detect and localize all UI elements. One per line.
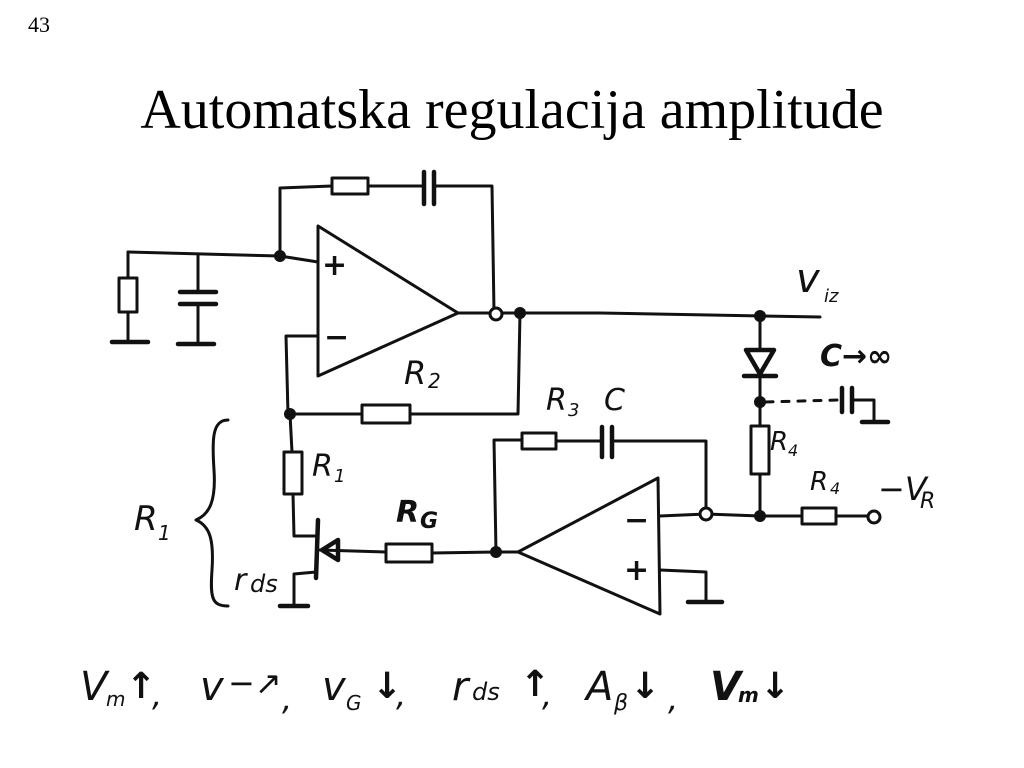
causal-chain: V m ↑ , v −↗ , v G ↓ , r ds ↑ , A β ↓ , xyxy=(80,664,790,718)
label-c: C xyxy=(604,383,625,418)
label-r2: R xyxy=(404,354,426,392)
label-rg: R xyxy=(396,495,419,530)
chain-item: v G ↓ , xyxy=(322,664,406,715)
svg-text:,: , xyxy=(668,680,678,718)
resistor-r2 xyxy=(360,403,412,425)
slide-title: Automatska regulacija amplitude xyxy=(140,79,884,141)
opamp-bottom-minus: − xyxy=(624,503,649,538)
svg-text:V: V xyxy=(710,664,744,710)
chain-item: V m ↑ , xyxy=(80,664,162,714)
label-v-iz: v xyxy=(796,256,821,302)
output-wire xyxy=(456,311,822,319)
label-vr-sub: R xyxy=(920,489,935,514)
label-v-iz-sub: iz xyxy=(824,286,839,307)
chain-item: A β ↓ , xyxy=(583,664,678,718)
label-r4-horizontal: R xyxy=(810,467,828,497)
brace-r1 xyxy=(194,418,230,608)
output-terminal xyxy=(488,306,504,322)
chain-item: r ds ↑ , xyxy=(452,664,552,714)
svg-text:r: r xyxy=(452,664,471,710)
chain-item: v −↗ , xyxy=(200,664,292,718)
svg-text:m: m xyxy=(106,687,125,711)
resistor-r4-vertical xyxy=(749,424,771,476)
label-r1-big-sub: 1 xyxy=(158,521,171,545)
resistor-input xyxy=(117,276,139,314)
svg-text:v: v xyxy=(322,664,347,710)
label-c-inf: C→∞ xyxy=(820,339,892,374)
svg-text:,: , xyxy=(396,676,406,714)
svg-text:m: m xyxy=(738,683,759,707)
r2-feedback xyxy=(284,311,522,425)
svg-text:,: , xyxy=(542,676,552,714)
label-r3: R xyxy=(546,383,567,418)
label-r1-small: R xyxy=(312,449,333,484)
label-vr: −V xyxy=(878,470,929,508)
svg-text:−↗: −↗ xyxy=(228,664,282,702)
svg-text:,: , xyxy=(282,680,292,718)
resistor-r3 xyxy=(520,431,558,451)
jfet xyxy=(277,517,388,609)
label-r4-horizontal-sub: 4 xyxy=(830,479,840,498)
label-r1-big: R xyxy=(134,499,158,539)
svg-text:G: G xyxy=(346,691,362,715)
svg-text:↓: ↓ xyxy=(372,666,402,707)
label-r3-sub: 3 xyxy=(568,400,579,421)
chain-item: V m ↓ xyxy=(710,664,790,710)
resistor-top-feedback xyxy=(330,176,370,196)
svg-text:↓: ↓ xyxy=(630,666,660,707)
label-rds-sub: ds xyxy=(250,570,278,598)
diode xyxy=(741,314,779,404)
integrator-feedback xyxy=(492,424,708,554)
svg-text:v: v xyxy=(200,664,225,710)
svg-text:A: A xyxy=(583,664,613,710)
r1-branch xyxy=(282,412,318,538)
svg-text:V: V xyxy=(80,664,110,710)
integrator-minus-terminal xyxy=(698,506,714,522)
top-feedback-rc xyxy=(278,169,496,314)
label-rg-sub: G xyxy=(420,509,438,534)
capacitor-top-feedback xyxy=(421,169,437,207)
terminal-vr xyxy=(866,509,882,525)
svg-text:↑: ↑ xyxy=(520,664,550,705)
integrator-plus-ground xyxy=(658,568,708,602)
svg-text:β: β xyxy=(613,691,628,716)
svg-text:↑: ↑ xyxy=(126,666,156,707)
label-r1-small-sub: 1 xyxy=(334,466,345,487)
resistor-r1 xyxy=(282,450,304,496)
dashed-wire-c-inf xyxy=(764,398,840,404)
capacitor-integrator xyxy=(599,424,615,460)
label-r4-vertical: R xyxy=(770,427,788,457)
opamp-bottom xyxy=(494,476,662,616)
resistor-r4-horizontal xyxy=(800,506,838,526)
opamp-top xyxy=(316,224,460,378)
label-r2-sub: 2 xyxy=(428,369,441,393)
opamp-bottom-plus: + xyxy=(624,553,649,588)
svg-text:↓: ↓ xyxy=(760,666,790,707)
label-rds: r xyxy=(234,563,248,598)
slide-number: 43 xyxy=(28,12,50,37)
rg-wire xyxy=(430,550,498,555)
input-network xyxy=(109,250,320,347)
capacitor-input xyxy=(177,289,219,307)
resistor-rg xyxy=(384,542,434,564)
opamp-top-minus: − xyxy=(324,320,349,355)
svg-text:ds: ds xyxy=(472,678,500,706)
label-r4-vertical-sub: 4 xyxy=(788,441,798,460)
svg-text:,: , xyxy=(152,676,162,714)
opamp-top-plus: + xyxy=(322,248,347,283)
